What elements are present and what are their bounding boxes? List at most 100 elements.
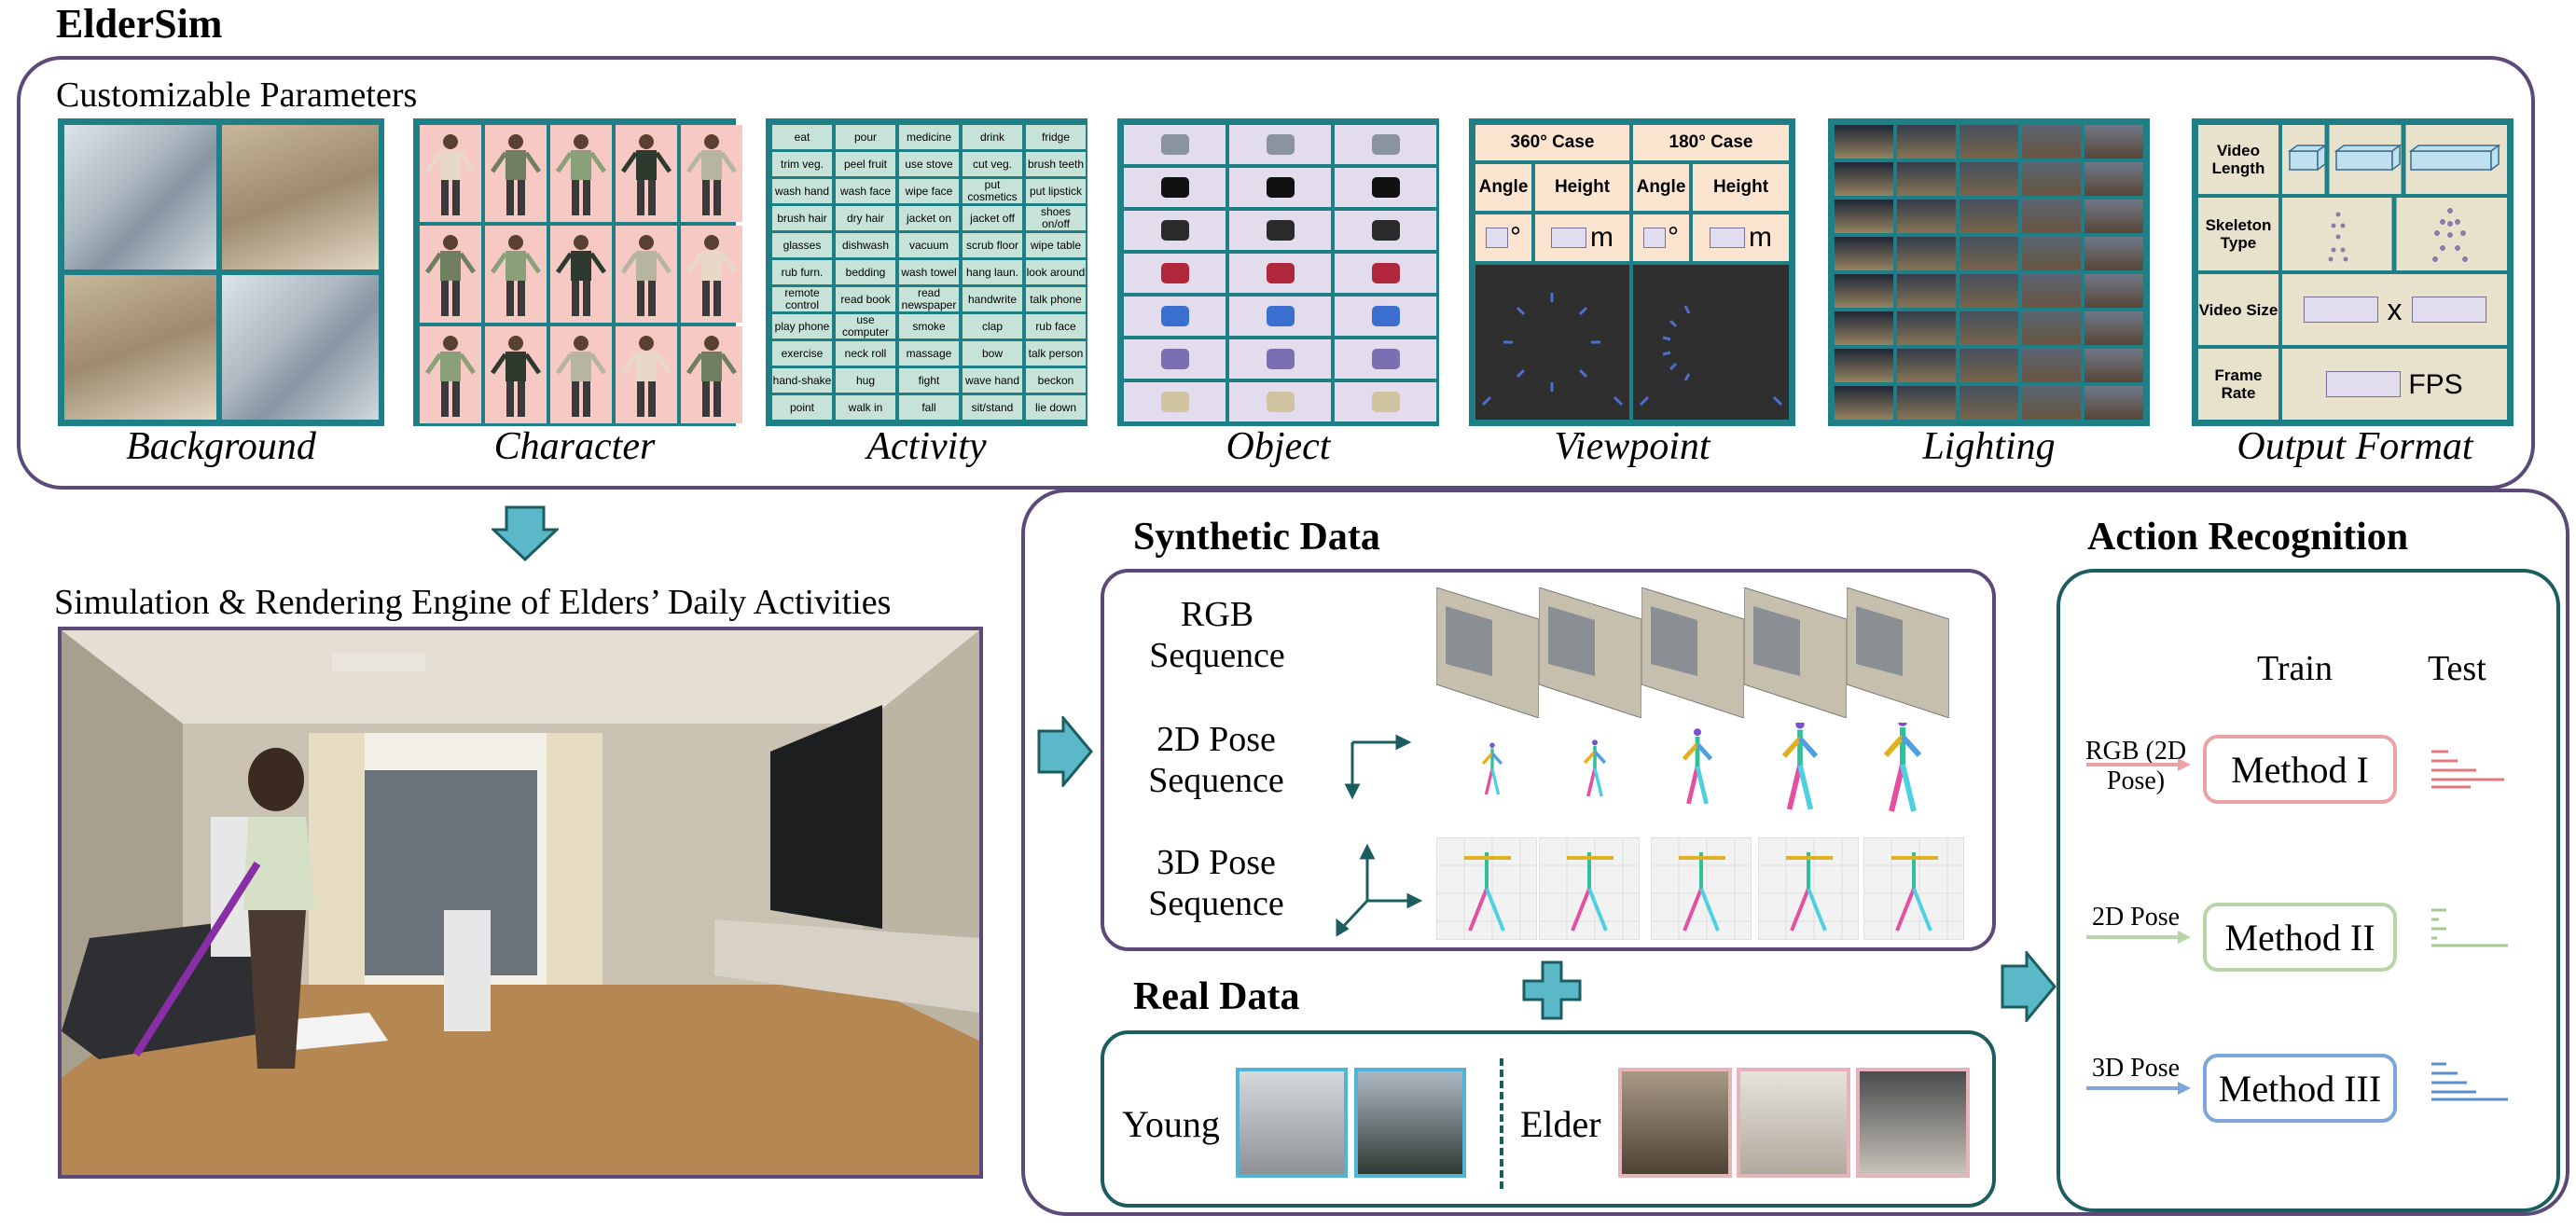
- input-arrow-3d: [2086, 1082, 2191, 1095]
- lighting-thumbnail: [1835, 311, 1893, 345]
- real-data-divider: [1500, 1058, 1503, 1189]
- activity-item: play phone: [772, 314, 832, 338]
- caption-background: Background: [126, 425, 316, 468]
- character-thumbnail: [550, 326, 612, 423]
- customizable-parameters-panel: [17, 56, 2535, 490]
- action-recognition-title: Action Recognition: [2087, 516, 2409, 559]
- input-arrow-2d: [2086, 931, 2191, 944]
- viewpoint-180-case: 180° Case: [1633, 125, 1789, 160]
- lighting-thumbnail: [2084, 311, 2143, 345]
- output-frame-rate-values: FPS: [2282, 349, 2507, 420]
- elder-photo-3: [1856, 1068, 1970, 1178]
- pose2d-frame: [1455, 723, 1530, 830]
- pose3d-frame: [1757, 836, 1860, 945]
- lighting-thumbnail: [2022, 200, 2081, 233]
- viewpoint-angle-1: Angle: [1475, 164, 1531, 211]
- output-format-grid: Video Length Skeleton Type Video Size x …: [2192, 118, 2514, 426]
- object-thumbnail: [1335, 125, 1436, 164]
- pose2d-frame: [1660, 723, 1735, 830]
- lighting-grid: [1828, 118, 2150, 426]
- pose3d-frame: [1435, 836, 1538, 945]
- elder-photo-1: [1618, 1068, 1732, 1178]
- input-label-3d: 3D Pose: [2091, 1054, 2181, 1083]
- lighting-thumbnail: [2022, 349, 2081, 382]
- test-bars-3: [2431, 1062, 2508, 1101]
- activity-item: medicine: [899, 125, 959, 149]
- lighting-thumbnail: [1835, 274, 1893, 308]
- activity-item: wash hand: [772, 179, 832, 203]
- background-image-2: [222, 125, 379, 269]
- activity-item: eat: [772, 125, 832, 149]
- activity-item: neck roll: [836, 341, 895, 366]
- object-thumbnail: [1335, 339, 1436, 379]
- caption-viewpoint: Viewpoint: [1554, 425, 1710, 468]
- lighting-thumbnail: [2022, 274, 2081, 308]
- video-length-boxes-icon: [2287, 125, 2501, 194]
- pose2d-frame: [1558, 723, 1632, 830]
- lighting-thumbnail: [1960, 386, 2018, 420]
- activity-item: fall: [899, 395, 959, 420]
- activity-item: wash face: [836, 179, 895, 203]
- young-label: Young: [1122, 1103, 1220, 1145]
- rgb-sequence-label: RGB Sequence: [1149, 595, 1285, 675]
- synthetic-data-box: [1101, 569, 1996, 951]
- lighting-thumbnail: [1835, 237, 1893, 270]
- pose3d-frame: [1538, 836, 1641, 945]
- lighting-thumbnail: [2084, 237, 2143, 270]
- character-thumbnail: [616, 226, 677, 323]
- lighting-thumbnail: [2084, 274, 2143, 308]
- lighting-thumbnail: [2084, 200, 2143, 233]
- object-thumbnail: [1124, 168, 1226, 207]
- lighting-thumbnail: [1960, 237, 2018, 270]
- elder-photo-2: [1737, 1068, 1850, 1178]
- test-bars-1: [2431, 750, 2504, 789]
- background-grid: [58, 118, 384, 426]
- activity-item: fight: [899, 368, 959, 393]
- viewpoint-height-2: Height: [1693, 164, 1789, 211]
- character-grid: [413, 118, 742, 426]
- living-room-render-image: [62, 630, 979, 1175]
- activity-item: walk in: [836, 395, 895, 420]
- viewpoint-angle-input-2: °: [1633, 214, 1689, 261]
- object-thumbnail: [1229, 382, 1331, 421]
- background-image-3: [64, 275, 216, 420]
- object-thumbnail: [1124, 254, 1226, 293]
- viewpoint-angle-input-1: °: [1475, 214, 1531, 261]
- activity-item: use computer: [836, 314, 895, 338]
- lighting-thumbnail: [1835, 386, 1893, 420]
- activity-item: brush teeth: [1026, 152, 1086, 176]
- lighting-thumbnail: [1897, 386, 1956, 420]
- character-thumbnail: [485, 226, 547, 323]
- activity-item: glasses: [772, 233, 832, 257]
- method-2-box: Method II: [2203, 903, 2397, 972]
- activity-item: vacuum: [899, 233, 959, 257]
- pose3d-frame: [1650, 836, 1752, 945]
- caption-output-format: Output Format: [2237, 425, 2473, 468]
- real-data-box: [1101, 1030, 1996, 1208]
- object-grid: [1117, 118, 1439, 426]
- activity-item: point: [772, 395, 832, 420]
- lighting-thumbnail: [1897, 349, 1956, 382]
- activity-item: rub face: [1026, 314, 1086, 338]
- object-thumbnail: [1229, 168, 1331, 207]
- input-arrow-rgb: [2086, 758, 2191, 771]
- lighting-thumbnail: [1897, 311, 1956, 345]
- activity-item: read newspaper: [899, 287, 959, 311]
- lighting-thumbnail: [1835, 349, 1893, 382]
- lighting-thumbnail: [1835, 200, 1893, 233]
- activity-item: read book: [836, 287, 895, 311]
- character-thumbnail: [485, 125, 547, 222]
- object-thumbnail: [1229, 254, 1331, 293]
- right-arrow-icon: [1037, 716, 1093, 787]
- object-thumbnail: [1335, 168, 1436, 207]
- activity-item: wave hand: [963, 368, 1022, 393]
- lighting-thumbnail: [1960, 125, 2018, 159]
- activity-item: wipe face: [899, 179, 959, 203]
- synthetic-data-title: Synthetic Data: [1133, 516, 1380, 559]
- lighting-thumbnail: [2084, 349, 2143, 382]
- character-thumbnail: [420, 326, 481, 423]
- activity-item: lie down: [1026, 395, 1086, 420]
- data-and-recognition-panel: [1021, 489, 2569, 1216]
- character-thumbnail: [681, 226, 742, 323]
- activity-item: hand-shake: [772, 368, 832, 393]
